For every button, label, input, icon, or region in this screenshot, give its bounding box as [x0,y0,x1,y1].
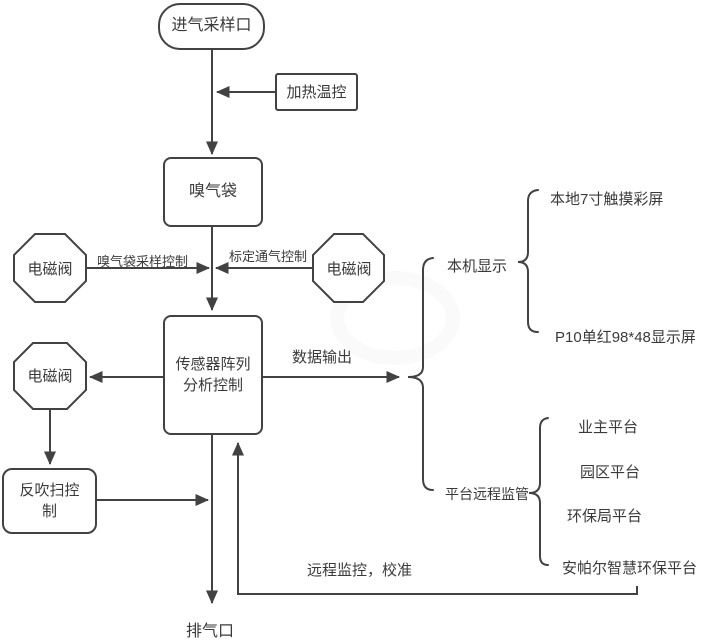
edge-remote-feedback [232,442,638,595]
brace-output-split [407,257,434,491]
node-backflush-control: 反吹扫控 制 [2,468,97,534]
label-calibration-air-control: 标定通气控制 [229,249,308,264]
label-epa-platform: 环保局平台 [567,508,643,525]
brace-remote-platform [528,417,549,566]
label-remote-monitoring-calibration: 远程监控，校准 [307,562,413,579]
node-solenoid-valve-right: 电磁阀 [326,260,372,278]
label-owner-platform: 业主平台 [578,419,639,436]
label-local-7inch-touch-screen: 本地7寸触摸彩屏 [550,191,664,208]
brace-local-display [517,189,539,333]
node-intake-sampling-port: 进气采样口 [158,3,265,50]
label-park-platform: 园区平台 [580,464,641,481]
node-exhaust-port: 排气口 [186,623,235,640]
valve-octagon-left-mid [13,342,87,410]
label-data-output: 数据输出 [292,349,353,366]
label-anpaer-smart-platform: 安帕尔智慧环保平台 [562,560,698,577]
node-solenoid-valve-left-mid: 电磁阀 [27,367,73,385]
node-solenoid-valve-left-top: 电磁阀 [27,260,73,278]
label-platform-remote-supervision: 平台远程监管 [445,486,529,502]
watermark [330,271,460,365]
node-heating-temp-control: 加热温控 [275,73,358,111]
label-local-display: 本机显示 [447,258,508,275]
valve-octagon-left-top [13,233,87,303]
node-sensor-array-control: 传感器阵列 分析控制 [163,315,263,435]
label-bag-sampling-control: 嗅气袋采样控制 [97,254,189,269]
valve-octagon-right [312,233,385,303]
label-p10-red-display: P10单红98*48显示屏 [555,329,696,346]
node-gas-bag: 嗅气袋 [163,157,263,227]
